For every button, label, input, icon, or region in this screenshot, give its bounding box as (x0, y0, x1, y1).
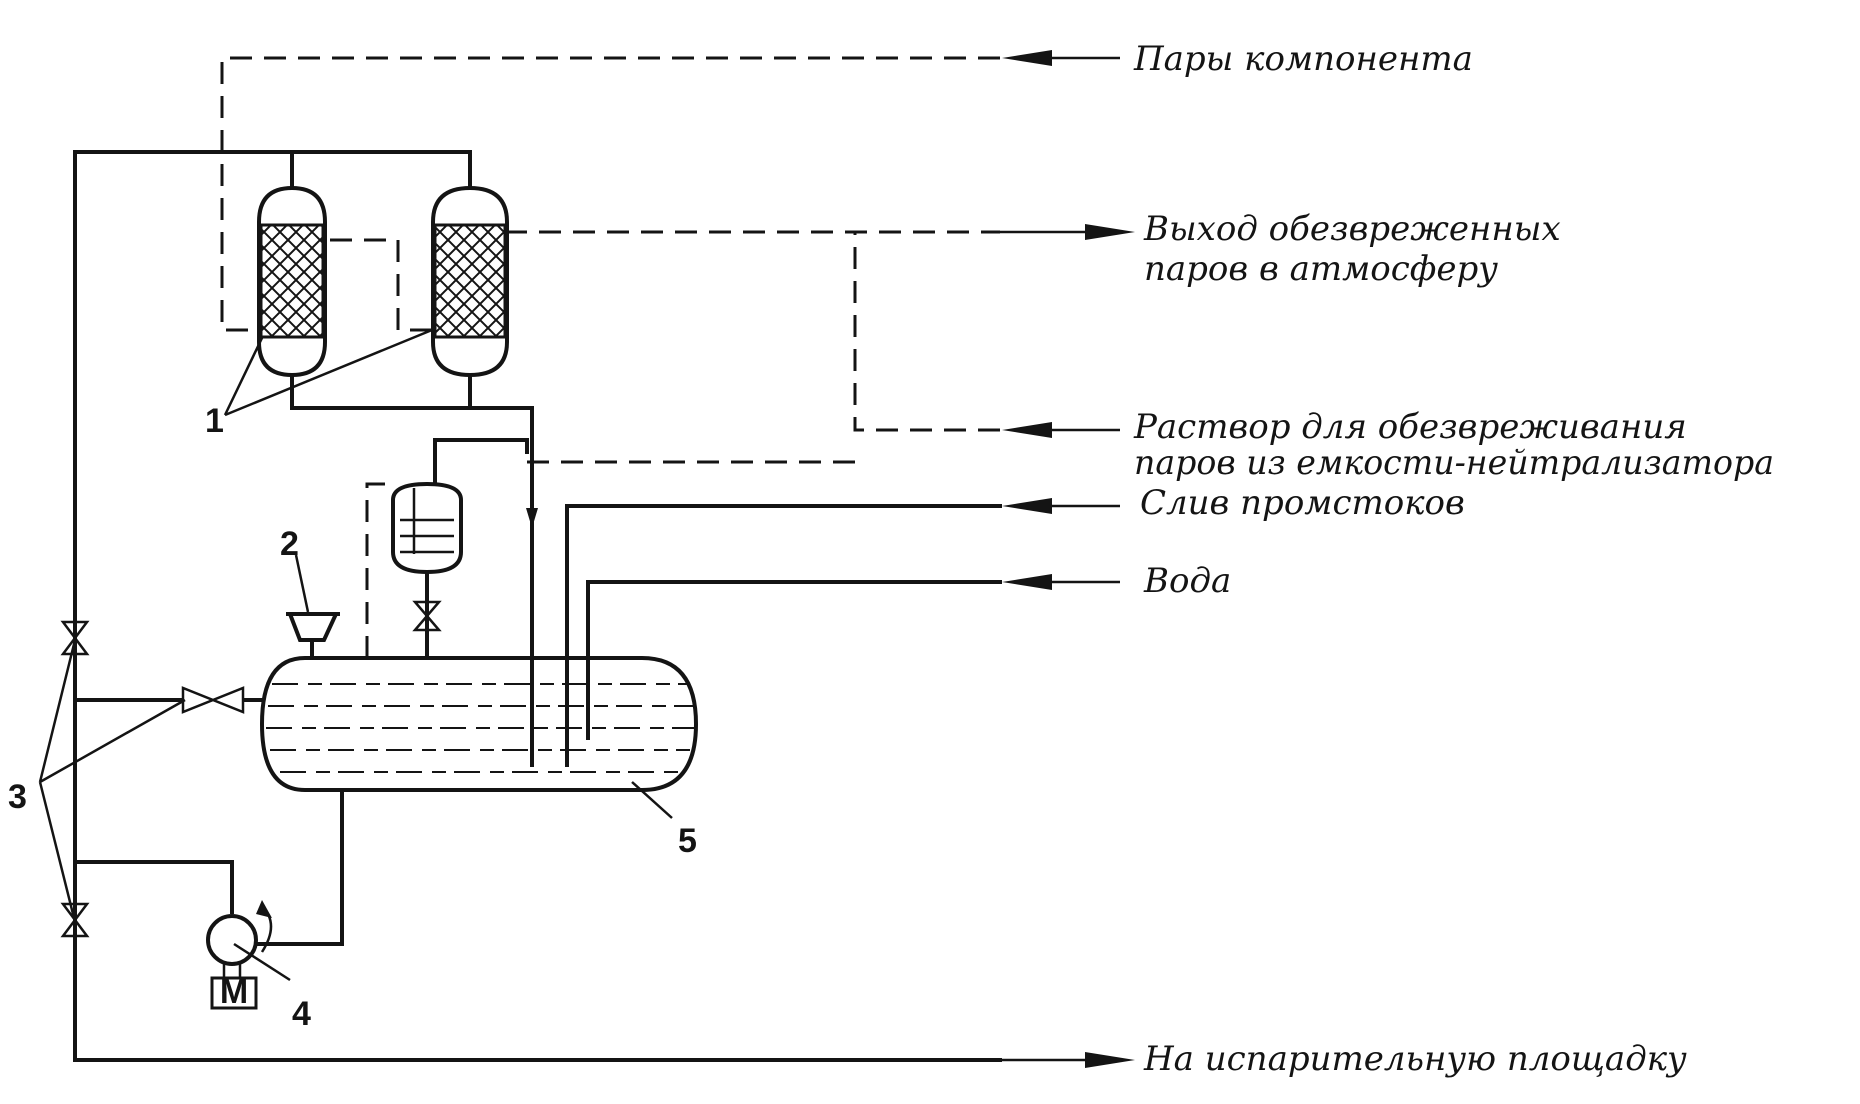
pump (206, 900, 273, 978)
label-outlet-line1: Выход обезвреженных (1143, 209, 1561, 249)
component-vapors-line (220, 56, 1000, 332)
motor: М (210, 973, 258, 1011)
arrow-evaporation (1000, 1052, 1135, 1068)
arrow-component-vapors (1002, 50, 1120, 66)
label-solution-line2: паров из емкости-нейтрализатора (1134, 443, 1774, 483)
label-evaporation-area: На испарительную площадку (1143, 1039, 1687, 1079)
main-riser-line (73, 150, 472, 1062)
arrow-flow-down (526, 508, 538, 528)
label-solution-line1: Раствор для обезвреживания (1133, 407, 1687, 447)
pump-suction-line (73, 860, 234, 914)
label-outlet-line2: паров в атмосферу (1144, 249, 1498, 289)
label-component-vapors: Пары компонента (1133, 39, 1473, 79)
label-tank: 5 (678, 822, 697, 860)
label-valves: 3 (8, 778, 27, 816)
dashed-lines (220, 56, 1000, 658)
adsorber-bottom-line (290, 373, 534, 767)
label-adsorbers: 1 (205, 402, 224, 440)
solution-dashed-line (527, 232, 1000, 464)
arrow-water (1002, 574, 1120, 590)
valve-upper (60, 620, 90, 656)
separator-vessel (391, 481, 463, 575)
valve-lower (60, 902, 90, 938)
neutralizer-tank (259, 656, 699, 792)
valve-horizontal (181, 686, 245, 714)
label-funnel: 2 (280, 525, 299, 563)
separator-bypass-dashed (365, 482, 395, 658)
motor-label: М (220, 973, 248, 1011)
arrow-outlet (1000, 224, 1135, 240)
label-pump: 4 (292, 995, 311, 1033)
separator-valve (412, 600, 442, 632)
label-water: Вода (1143, 561, 1231, 601)
arrow-drain (1002, 498, 1120, 514)
separator-feed-line (433, 438, 529, 489)
arrow-solution (1002, 422, 1120, 438)
label-industrial-drain: Слив промстоков (1140, 483, 1465, 523)
leader-lines (38, 328, 673, 982)
funnel (286, 612, 340, 642)
adsorber-connection-dashed (330, 238, 432, 332)
pump-discharge-line (234, 788, 344, 946)
adsorber-right (431, 185, 509, 378)
adsorber-left (257, 185, 327, 378)
